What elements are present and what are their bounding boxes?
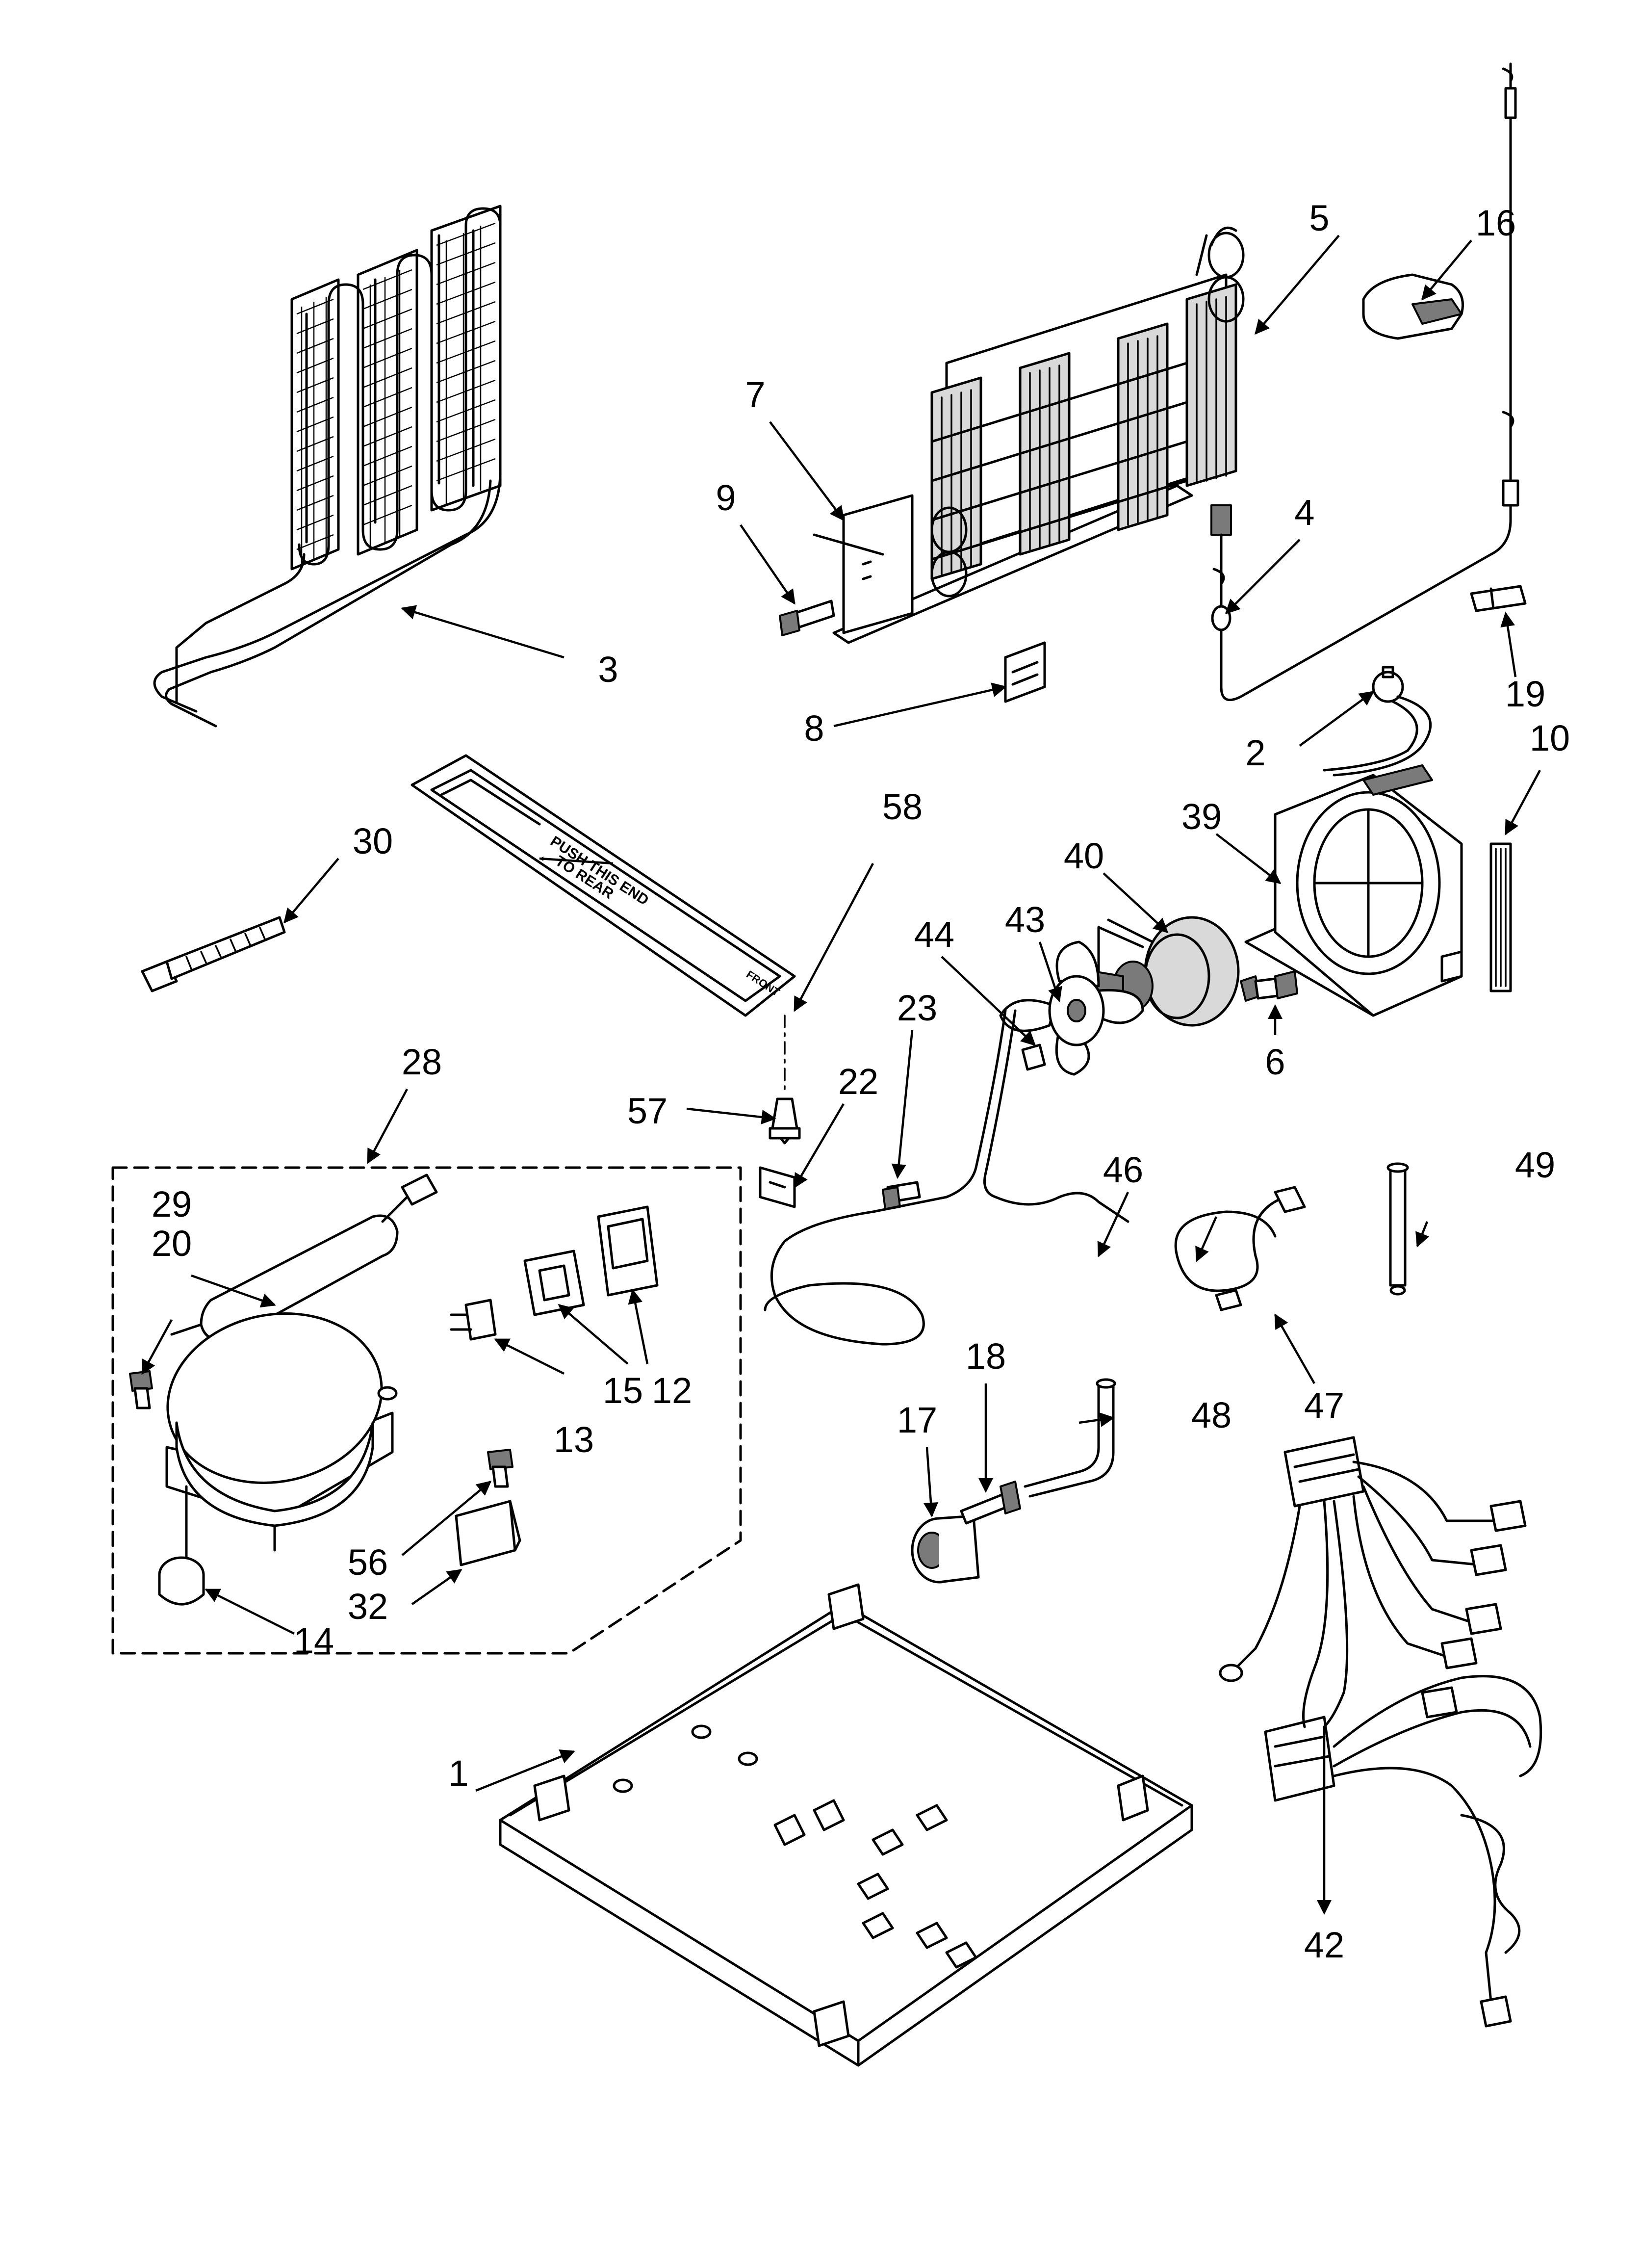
- callout-57: 57: [627, 1091, 667, 1131]
- callout-18: 18: [966, 1336, 1006, 1377]
- callout-14: 14: [294, 1620, 334, 1661]
- callout-3: 3: [598, 649, 618, 690]
- callout-23: 23: [897, 988, 937, 1028]
- callout-4: 4: [1294, 492, 1314, 533]
- defrost-sensor-2: [1323, 666, 1432, 777]
- callout-6: 6: [1265, 1042, 1285, 1082]
- clip-44: [1021, 1043, 1046, 1071]
- callout-9: 9: [716, 477, 736, 518]
- compressor: [158, 1312, 398, 1606]
- callout-15: 15: [603, 1370, 643, 1411]
- condenser-coil: [153, 205, 502, 728]
- callout-43: 43: [1005, 899, 1045, 940]
- callout-48: 48: [1191, 1395, 1232, 1435]
- callout-17: 17: [897, 1400, 937, 1440]
- hose-47: [1174, 1186, 1306, 1311]
- callout-16: 16: [1476, 203, 1516, 243]
- overload-15: [523, 1250, 585, 1316]
- callout-42: 42: [1304, 1925, 1344, 1965]
- sensor-wire-4: [1210, 62, 1519, 702]
- screw-20: [129, 1370, 153, 1409]
- callout-28: 28: [402, 1042, 442, 1082]
- callout-49: 49: [1515, 1145, 1555, 1185]
- screw-56: [487, 1449, 513, 1488]
- cable-tie-30: [141, 916, 286, 992]
- dryer-29: [170, 1173, 438, 1342]
- fan-motor-40: [1093, 916, 1261, 1027]
- gasket-strip-10: [1489, 842, 1512, 992]
- callout-40: 40: [1064, 835, 1104, 876]
- callout-22: 22: [838, 1061, 878, 1102]
- compressor-assembly-dashed-box: [111, 1166, 742, 1655]
- axle-18: [960, 1481, 1021, 1525]
- l-tube-48: [1024, 1378, 1116, 1498]
- tubing-46: [764, 1009, 1129, 1346]
- leader-lines: [141, 235, 1541, 1915]
- push-pin-57: [769, 1097, 801, 1145]
- callout-7: 7: [745, 374, 765, 415]
- callout-12: 12: [652, 1370, 692, 1411]
- callout-46: 46: [1103, 1149, 1143, 1190]
- screw-23: [882, 1181, 921, 1210]
- callout-5: 5: [1309, 198, 1329, 238]
- base-frame-1: [499, 1583, 1193, 2067]
- clip-19: [1470, 585, 1527, 612]
- callout-19: 19: [1505, 674, 1545, 714]
- clip-8: [1004, 641, 1046, 703]
- cap-16: [1362, 273, 1464, 340]
- callout-1: 1: [448, 1753, 468, 1794]
- callout-56: 56: [348, 1542, 388, 1583]
- relay-13: [450, 1299, 497, 1341]
- roller-17: [911, 1514, 980, 1584]
- callout-32: 32: [348, 1586, 388, 1627]
- bracket-22: [759, 1166, 796, 1208]
- screw-9: [779, 600, 835, 636]
- wire-harness-42: [1219, 1436, 1542, 2028]
- drain-tray-58: PUSH THIS END TO REAR FRONT: [410, 754, 796, 1017]
- callout-30: 30: [353, 821, 393, 861]
- fan-shroud-39: [1244, 764, 1463, 1017]
- screw-6: [1254, 970, 1298, 1000]
- callout-10: 10: [1530, 718, 1570, 758]
- callout-29: 29: [152, 1184, 192, 1225]
- callout-8: 8: [804, 708, 824, 749]
- callout-20: 20: [152, 1223, 192, 1264]
- callout-39: 39: [1181, 796, 1222, 837]
- cover-12: [597, 1205, 659, 1297]
- callout-44: 44: [914, 914, 954, 955]
- tube-49: [1386, 1162, 1409, 1296]
- callout-2: 2: [1245, 732, 1265, 773]
- callout-47: 47: [1304, 1385, 1344, 1426]
- capacitor-32: [455, 1500, 521, 1566]
- evaporator-coil: [813, 226, 1245, 644]
- fan-blade-43: [999, 940, 1144, 1076]
- callout-numbers: 3 5 16 7 9 4 8 19 2 10 30 58 39 40 44 43…: [152, 198, 1570, 1965]
- callout-13: 13: [554, 1419, 594, 1460]
- callout-58: 58: [882, 786, 923, 827]
